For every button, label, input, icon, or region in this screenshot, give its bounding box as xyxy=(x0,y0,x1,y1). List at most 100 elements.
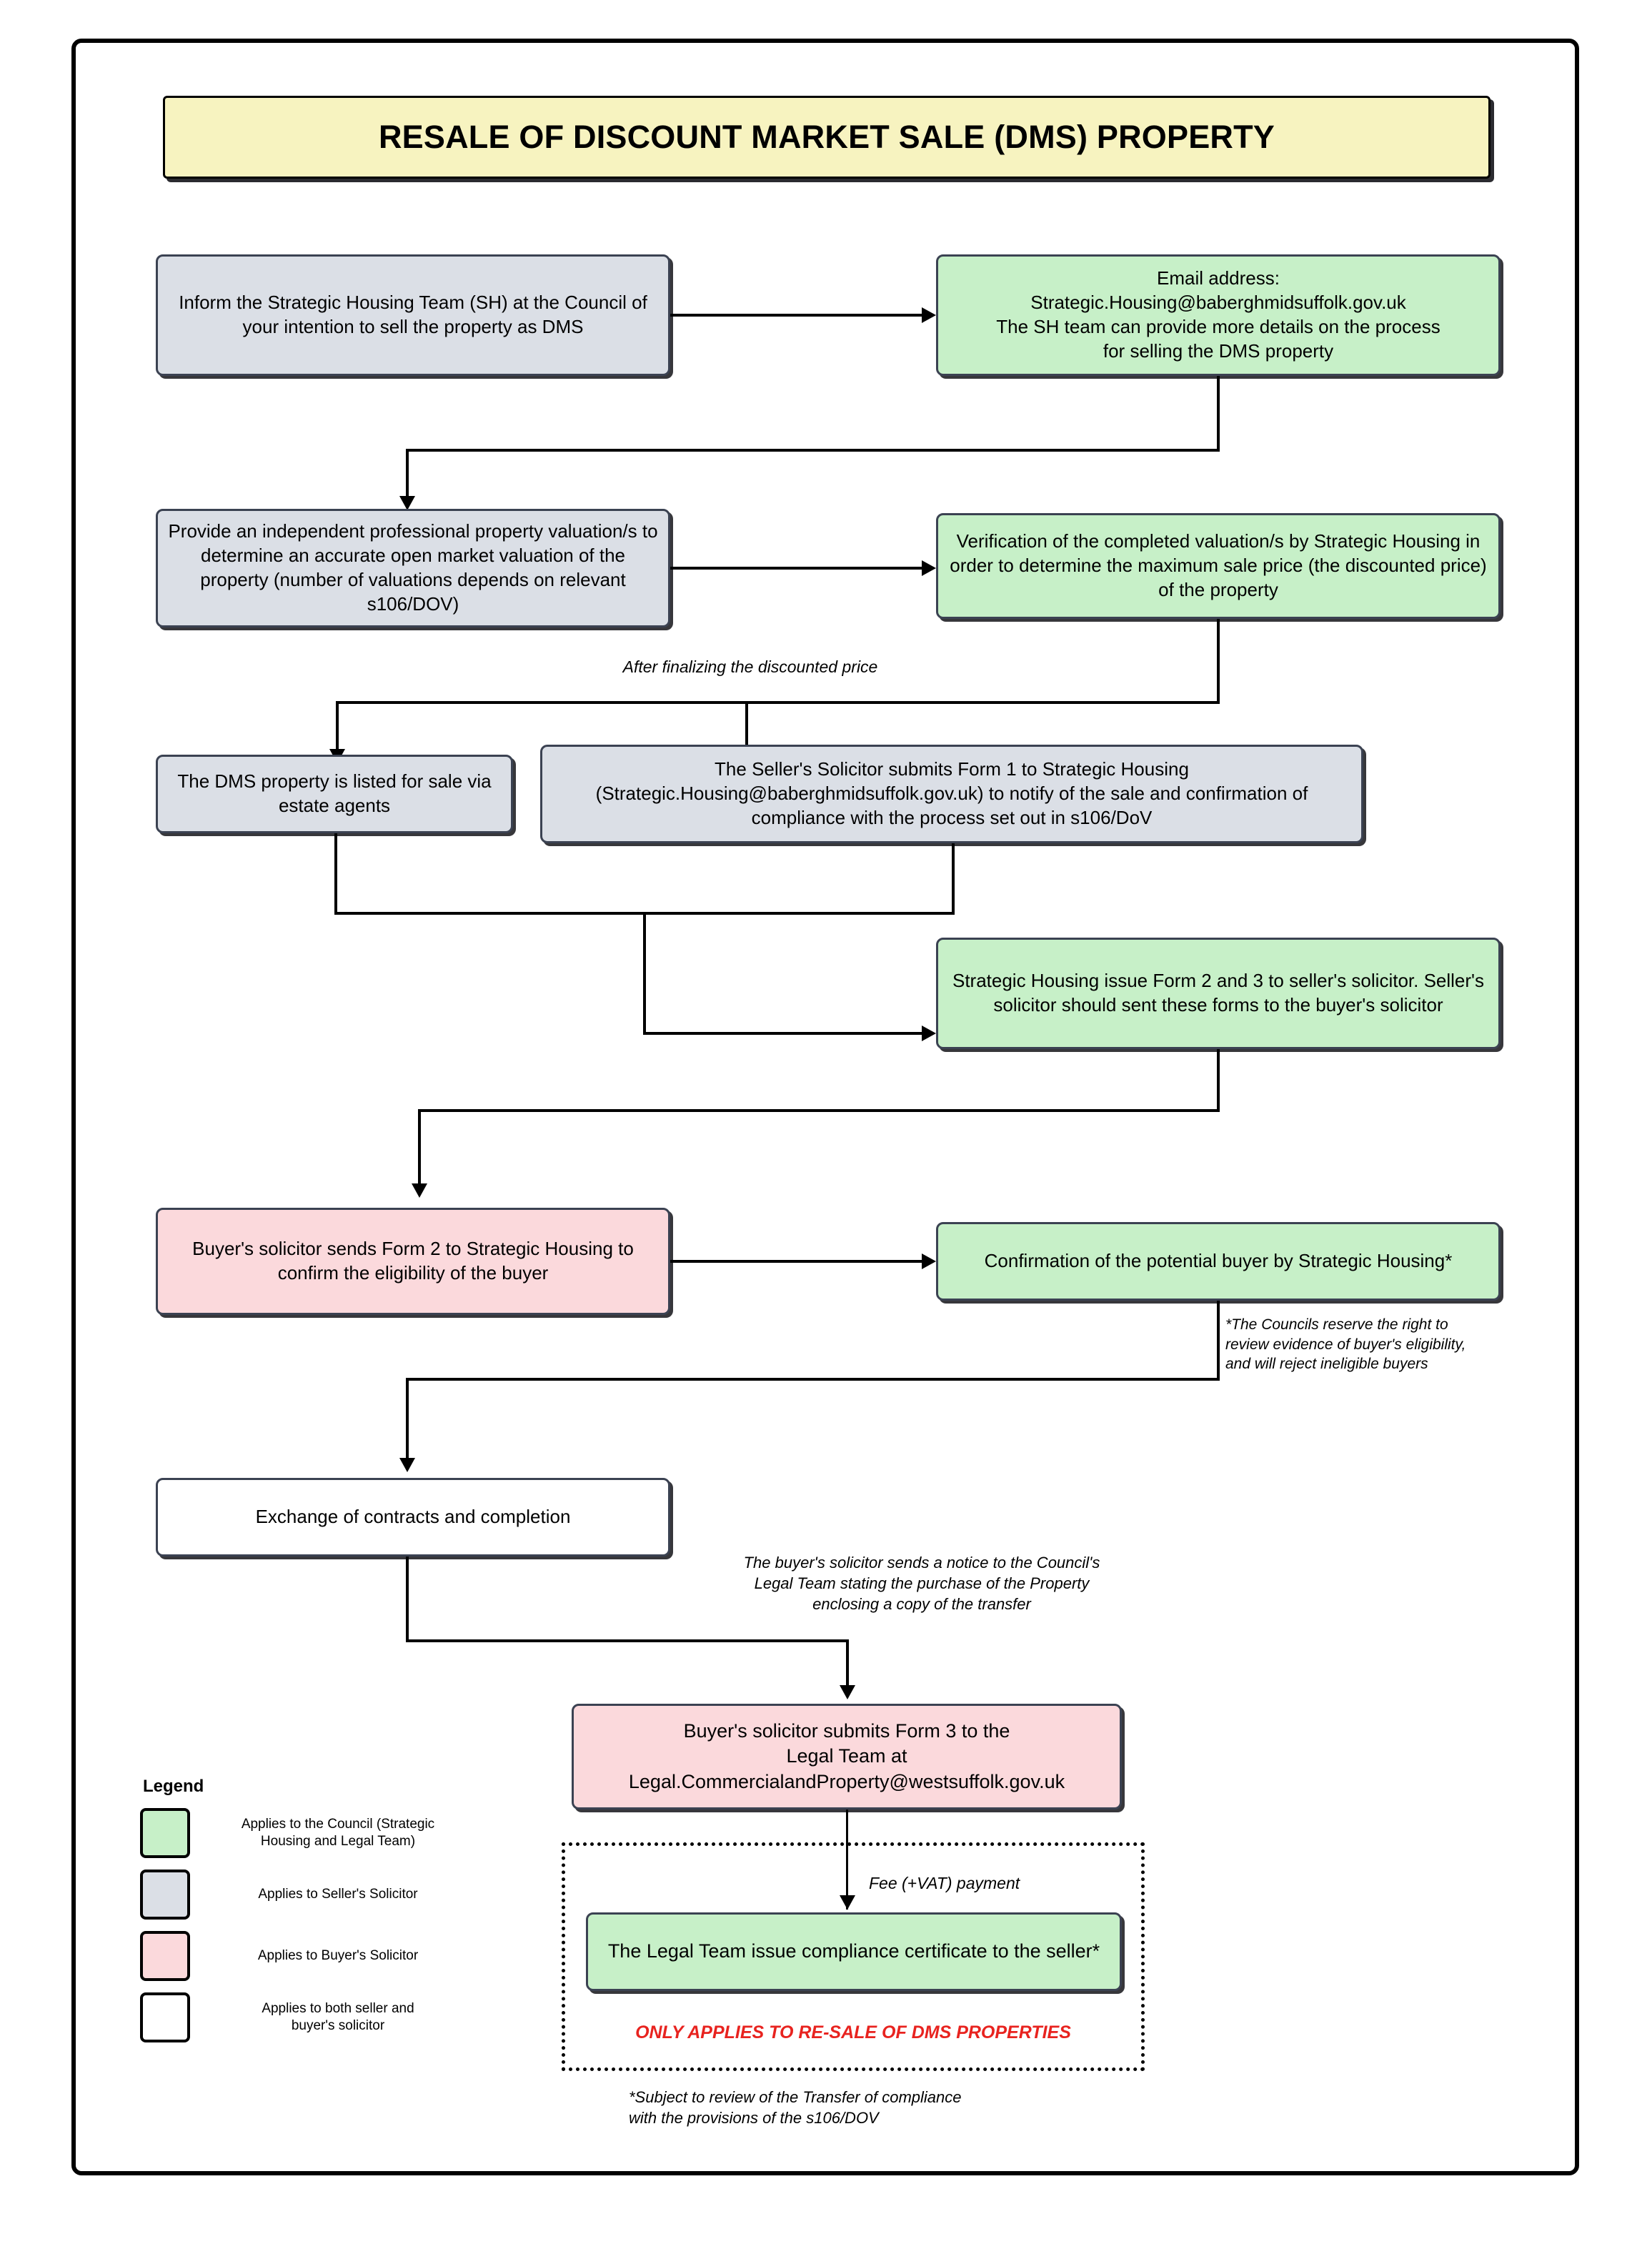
note-councils-reserve-line3: and will reject ineligible buyers xyxy=(1225,1356,1428,1373)
edge-merge-down xyxy=(643,912,646,1035)
note-buyer-notice-line1: The buyer's solicitor sends a notice to … xyxy=(743,1554,1100,1572)
edge-confirmation-down xyxy=(1217,1301,1220,1379)
note-subject-to-review: *Subject to review of the Transfer of co… xyxy=(629,2087,1086,2128)
legend-label-both-line2: buyer's solicitor xyxy=(291,2018,385,2033)
edge-verification-down xyxy=(1217,619,1220,702)
edge-confirmation-left xyxy=(406,1378,1220,1381)
node-inform-strategic-housing-label: Inform the Strategic Housing Team (SH) a… xyxy=(179,292,647,337)
edge-exchange-right xyxy=(406,1639,849,1642)
chart-title-banner: RESALE OF DISCOUNT MARKET SALE (DMS) PRO… xyxy=(163,96,1491,179)
edge-confirmation-down2 xyxy=(406,1378,409,1468)
legend-item-buyers-solicitor: Applies to Buyer's Solicitor xyxy=(140,1931,512,1981)
dotted-region-resale-only xyxy=(562,1842,1145,2071)
edge-exchange-down2 xyxy=(846,1639,849,1697)
node-form1-submission-label: The Seller's Solicitor submits Form 1 to… xyxy=(595,758,1308,828)
legend-item-council: Applies to the Council (Strategic Housin… xyxy=(140,1808,512,1858)
edge-label-after-finalizing-text: After finalizing the discounted price xyxy=(622,657,878,676)
node-form1-submission: The Seller's Solicitor submits Form 1 to… xyxy=(540,745,1363,843)
edge-merge-arrowhead xyxy=(922,1026,936,1041)
notice-only-applies-resale: ONLY APPLIES TO RE-SALE OF DMS PROPERTIE… xyxy=(562,2022,1145,2043)
edge-form23-down xyxy=(1217,1049,1220,1111)
legend-item-sellers-solicitor: Applies to Seller's Solicitor xyxy=(140,1870,512,1920)
edge-form2-to-confirmation xyxy=(670,1260,922,1263)
legend-label-council-line1: Applies to the Council (Strategic xyxy=(241,1817,435,1832)
node-buyer-submits-form3: Buyer's solicitor submits Form 3 to the … xyxy=(572,1704,1122,1809)
node-email-address-line2: Strategic.Housing@baberghmidsuffolk.gov.… xyxy=(1030,292,1406,314)
node-exchange-completion-label: Exchange of contracts and completion xyxy=(255,1506,571,1528)
node-compliance-certificate: The Legal Team issue compliance certific… xyxy=(586,1912,1122,1991)
edge-valuation-to-verification xyxy=(670,567,922,570)
note-subject-to-review-line2: with the provisions of the s106/DOV xyxy=(629,2109,879,2128)
legend-item-both: Applies to both seller and buyer's solic… xyxy=(140,1992,512,2042)
legend-swatch-council xyxy=(140,1808,190,1858)
legend-swatch-sellers-solicitor xyxy=(140,1870,190,1920)
node-issue-form2-form3: Strategic Housing issue Form 2 and 3 to … xyxy=(936,938,1501,1049)
edge-inform-to-email-arrowhead xyxy=(922,307,936,323)
edge-split-to-form1 xyxy=(745,701,748,758)
edge-email-down xyxy=(1217,376,1220,450)
legend-label-sellers-solicitor: Applies to Seller's Solicitor xyxy=(220,1886,456,1903)
edge-label-fee-vat-text: Fee (+VAT) payment xyxy=(869,1874,1020,1892)
note-buyer-notice: The buyer's solicitor sends a notice to … xyxy=(686,1552,1158,1614)
edge-merge-right xyxy=(643,1032,923,1035)
note-subject-to-review-line1: *Subject to review of the Transfer of co… xyxy=(629,2088,962,2106)
legend-label-both: Applies to both seller and buyer's solic… xyxy=(220,2000,456,2035)
edge-form3-down xyxy=(846,1809,848,1910)
edge-form1-down xyxy=(952,843,955,913)
notice-only-applies-resale-text: ONLY APPLIES TO RE-SALE OF DMS PROPERTIE… xyxy=(635,2022,1071,2042)
legend-label-council: Applies to the Council (Strategic Housin… xyxy=(220,1816,456,1850)
note-councils-reserve-line2: review evidence of buyer's eligibility, xyxy=(1225,1336,1466,1353)
node-verification-valuation-label: Verification of the completed valuation/… xyxy=(950,530,1487,600)
legend-label-sellers-solicitor-text: Applies to Seller's Solicitor xyxy=(258,1887,418,1902)
legend-swatch-both xyxy=(140,1992,190,2042)
node-email-address-line1: Email address: xyxy=(1157,267,1280,289)
legend: Legend Applies to the Council (Strategic… xyxy=(140,1777,512,2042)
chart-title: RESALE OF DISCOUNT MARKET SALE (DMS) PRO… xyxy=(378,119,1275,155)
node-buyer-sends-form2-label: Buyer's solicitor sends Form 2 to Strate… xyxy=(192,1238,634,1284)
node-issue-form2-form3-label: Strategic Housing issue Form 2 and 3 to … xyxy=(952,970,1485,1016)
legend-label-buyers-solicitor: Applies to Buyer's Solicitor xyxy=(220,1947,456,1965)
node-confirmation-buyer: Confirmation of the potential buyer by S… xyxy=(936,1222,1501,1301)
node-inform-strategic-housing: Inform the Strategic Housing Team (SH) a… xyxy=(156,254,670,376)
edge-label-fee-vat: Fee (+VAT) payment xyxy=(869,1872,1083,1894)
node-provide-valuation-label: Provide an independent professional prop… xyxy=(168,520,658,615)
legend-swatch-buyers-solicitor xyxy=(140,1931,190,1981)
node-verification-valuation: Verification of the completed valuation/… xyxy=(936,513,1501,619)
legend-title: Legend xyxy=(143,1777,204,1796)
edge-verification-left xyxy=(336,701,1220,704)
edge-form23-left xyxy=(418,1109,1220,1112)
edge-label-after-finalizing: After finalizing the discounted price xyxy=(500,656,1000,677)
edge-valuation-to-verification-arrowhead xyxy=(922,560,936,576)
node-exchange-completion: Exchange of contracts and completion xyxy=(156,1478,670,1557)
note-councils-reserve-line1: *The Councils reserve the right to xyxy=(1225,1316,1448,1333)
edge-form23-down2 xyxy=(418,1109,421,1193)
edge-listing-down xyxy=(334,833,337,913)
node-buyer-submits-form3-line2: Legal Team at xyxy=(786,1745,907,1767)
note-buyer-notice-line2: Legal Team stating the purchase of the P… xyxy=(754,1574,1090,1593)
note-councils-reserve: *The Councils reserve the right to revie… xyxy=(1225,1315,1511,1374)
edge-split-to-listing xyxy=(336,701,339,758)
note-buyer-notice-line3: enclosing a copy of the transfer xyxy=(812,1595,1031,1614)
node-email-address-line3: The SH team can provide more details on … xyxy=(996,316,1440,337)
node-compliance-certificate-label: The Legal Team issue compliance certific… xyxy=(607,1940,1100,1962)
page-border xyxy=(71,39,1579,2175)
edge-confirmation-arrowhead xyxy=(399,1458,415,1472)
legend-label-council-line2: Housing and Legal Team) xyxy=(260,1834,416,1849)
node-listed-estate-agents: The DMS property is listed for sale via … xyxy=(156,755,513,833)
edge-form23-arrowhead xyxy=(412,1183,427,1198)
legend-label-buyers-solicitor-text: Applies to Buyer's Solicitor xyxy=(257,1948,419,1964)
node-email-address: Email address: Strategic.Housing@babergh… xyxy=(936,254,1501,376)
legend-label-both-line1: Applies to both seller and xyxy=(262,2001,414,2017)
edge-email-left xyxy=(406,449,1220,452)
edge-exchange-down xyxy=(406,1557,409,1642)
edge-email-down2 xyxy=(406,449,409,506)
edge-form2-to-confirmation-arrowhead xyxy=(922,1253,936,1269)
node-buyer-sends-form2: Buyer's solicitor sends Form 2 to Strate… xyxy=(156,1208,670,1315)
node-buyer-submits-form3-line1: Buyer's solicitor submits Form 3 to the xyxy=(683,1720,1010,1742)
edge-form3-arrowhead xyxy=(840,1895,855,1910)
node-buyer-submits-form3-line3: Legal.CommercialandProperty@westsuffolk.… xyxy=(628,1770,1065,1792)
edge-inform-to-email xyxy=(670,314,922,317)
node-email-address-line4: for selling the DMS property xyxy=(1103,339,1334,362)
node-listed-estate-agents-label: The DMS property is listed for sale via … xyxy=(177,770,492,816)
